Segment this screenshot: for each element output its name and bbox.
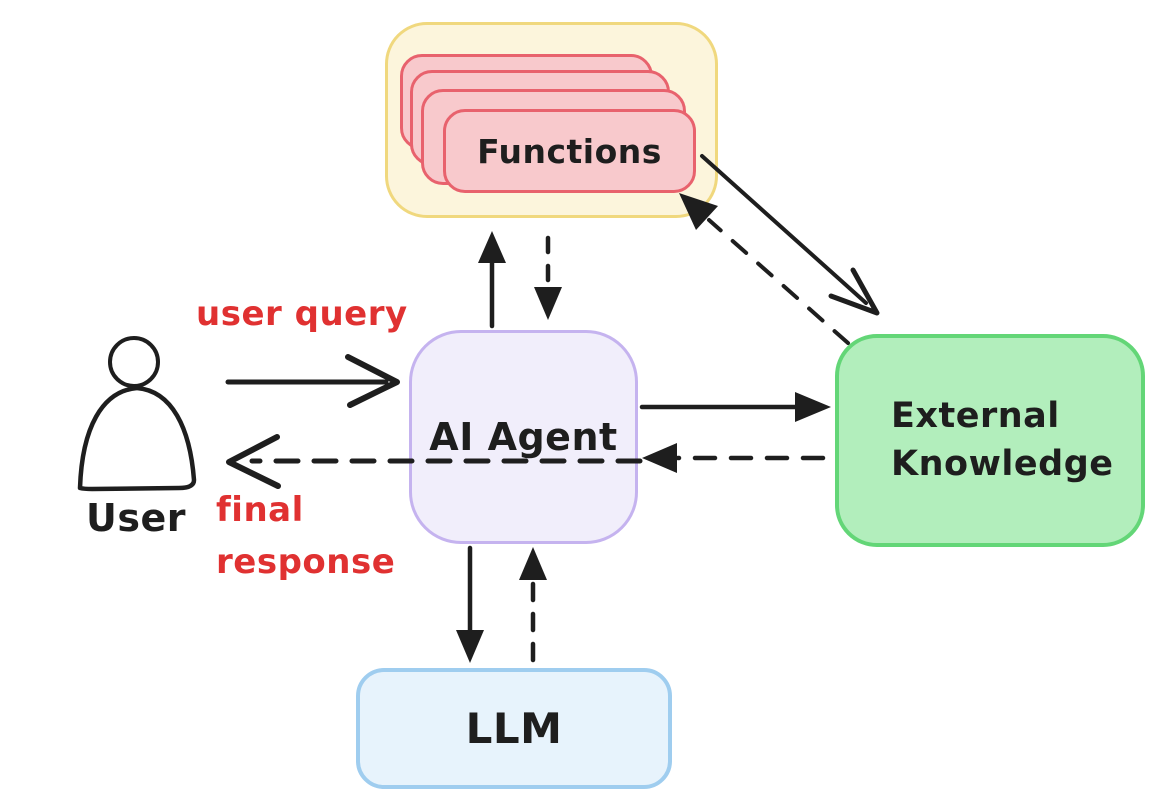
edge-functions-to-agent-dashed: [534, 235, 562, 320]
final-response-edge-label-line2: response: [216, 542, 396, 582]
arrowhead-filled: [456, 630, 484, 663]
llm-label: LLM: [465, 704, 563, 753]
node-ai-agent: AI Agent: [409, 330, 638, 544]
node-external-knowledge: External Knowledge: [835, 334, 1145, 547]
person-head: [108, 336, 160, 388]
external-knowledge-label-line1: External: [891, 396, 1060, 437]
arrowhead-filled: [534, 287, 562, 320]
arrowhead-open: [345, 354, 400, 408]
external-knowledge-label: External Knowledge: [839, 393, 1114, 488]
arrowhead-filled: [519, 547, 547, 580]
arrowhead-filled: [795, 392, 831, 422]
edge-user-to-agent-solid: [225, 354, 400, 408]
edge-functions-to-knowledge-solid: [700, 154, 880, 316]
arrowhead-filled: [478, 231, 506, 263]
ai-agent-label: AI Agent: [429, 415, 618, 459]
edge-agent-to-llm-solid: [456, 545, 484, 663]
edge-knowledge-to-agent-dashed: [642, 443, 826, 473]
external-knowledge-label-line2: Knowledge: [891, 443, 1114, 484]
function-card-front: Functions: [443, 109, 696, 193]
functions-label: Functions: [477, 131, 662, 171]
arrowhead-open: [226, 434, 281, 489]
user-label: User: [86, 496, 186, 540]
edge-agent-to-functions-solid: [478, 231, 506, 329]
node-llm: LLM: [356, 668, 672, 789]
arrowhead-open: [828, 267, 880, 316]
person-body: [77, 385, 197, 492]
edge-line: [700, 154, 868, 305]
functions-container: Functions: [385, 22, 718, 218]
user-person-icon: [77, 336, 197, 492]
edge-llm-to-agent-dashed: [519, 547, 547, 663]
edge-knowledge-to-functions-dashed: [679, 193, 850, 345]
edge-agent-to-knowledge-solid: [639, 392, 831, 422]
user-query-edge-label: user query: [196, 294, 408, 334]
edge-line: [707, 218, 850, 345]
arrowhead-filled: [642, 443, 677, 473]
final-response-edge-label-line1: final: [216, 490, 304, 530]
